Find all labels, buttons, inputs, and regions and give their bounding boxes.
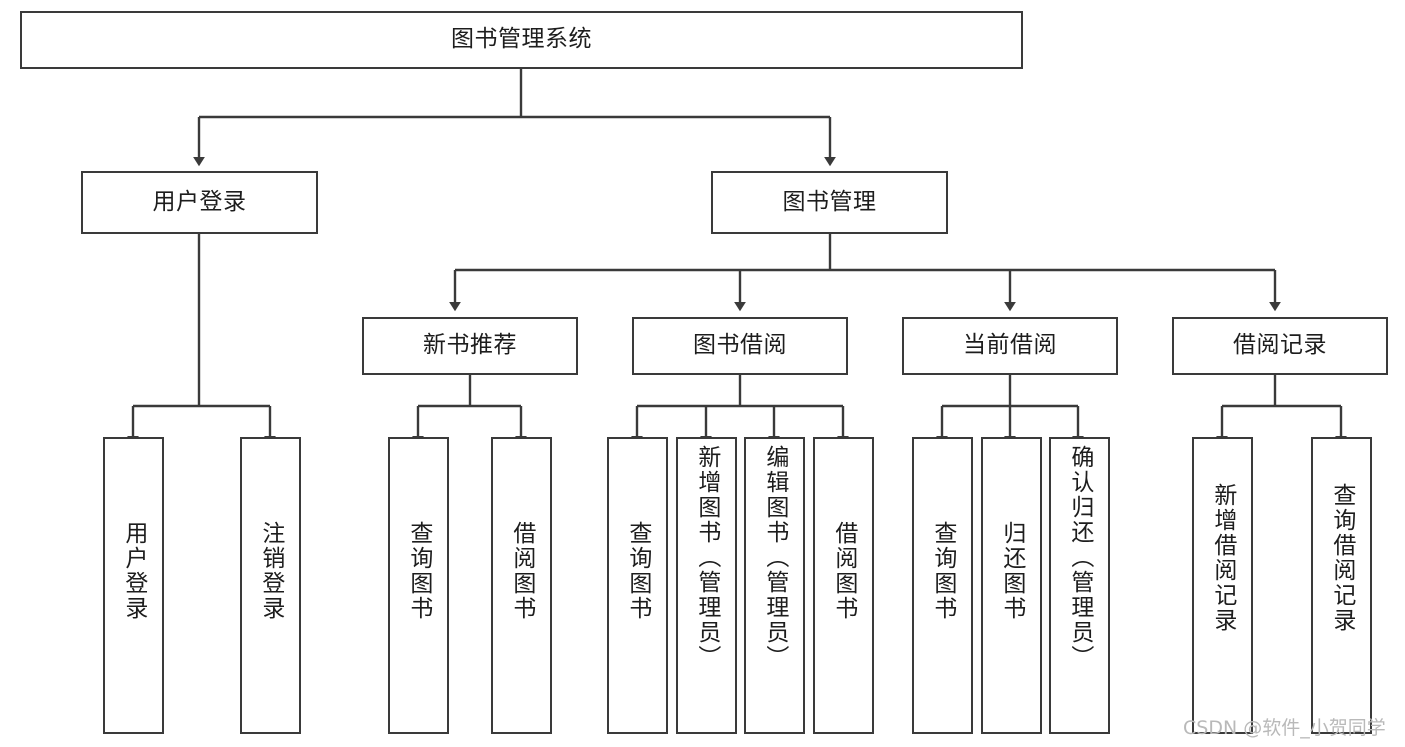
node-borrow-record[interactable]: 借阅记录 [1172,317,1388,375]
leaf-borrow-book-2[interactable]: 借阅图书 [813,437,874,734]
node-user-login-label: 用户登录 [152,188,247,215]
node-user-login[interactable]: 用户登录 [81,171,318,234]
leaf-confirm-return-admin-label: 确认归还（管理员） [1066,445,1093,670]
node-new-book-recommend[interactable]: 新书推荐 [362,317,578,375]
leaf-add-book-admin-label: 新增图书（管理员） [693,445,720,670]
leaf-user-login[interactable]: 用户登录 [103,437,164,734]
leaf-borrow-book-2-label: 借阅图书 [830,521,857,621]
leaf-return-book-label: 归还图书 [998,521,1025,621]
node-borrow-record-label: 借阅记录 [1233,332,1327,359]
leaf-borrow-book-1[interactable]: 借阅图书 [491,437,552,734]
leaf-return-book[interactable]: 归还图书 [981,437,1042,734]
node-new-book-recommend-label: 新书推荐 [423,332,517,359]
leaf-query-borrow-record-label: 查询借阅记录 [1328,483,1355,633]
node-book-borrow-label: 图书借阅 [693,332,787,359]
watermark: CSDN @软件_小贺同学 [1183,717,1386,739]
node-book-borrow[interactable]: 图书借阅 [632,317,848,375]
leaf-add-borrow-record[interactable]: 新增借阅记录 [1192,437,1253,734]
leaf-logout-login[interactable]: 注销登录 [240,437,301,734]
leaf-query-book-3-label: 查询图书 [929,521,956,621]
leaf-borrow-book-1-label: 借阅图书 [508,521,535,621]
leaf-query-book-2-label: 查询图书 [624,521,651,621]
leaf-add-book-admin[interactable]: 新增图书（管理员） [676,437,737,734]
node-root-system-label: 图书管理系统 [451,26,592,53]
leaf-add-borrow-record-label: 新增借阅记录 [1209,483,1236,633]
leaf-query-book-1[interactable]: 查询图书 [388,437,449,734]
leaf-query-book-1-label: 查询图书 [405,521,432,621]
node-root-system[interactable]: 图书管理系统 [20,11,1023,69]
leaf-edit-book-admin[interactable]: 编辑图书（管理员） [744,437,805,734]
node-book-manage[interactable]: 图书管理 [711,171,948,234]
leaf-confirm-return-admin[interactable]: 确认归还（管理员） [1049,437,1110,734]
leaf-edit-book-admin-label: 编辑图书（管理员） [761,445,788,670]
leaf-query-borrow-record[interactable]: 查询借阅记录 [1311,437,1372,734]
leaf-logout-login-label: 注销登录 [257,521,284,621]
leaf-query-book-3[interactable]: 查询图书 [912,437,973,734]
leaf-user-login-label: 用户登录 [120,521,147,621]
node-book-manage-label: 图书管理 [782,188,877,215]
leaf-query-book-2[interactable]: 查询图书 [607,437,668,734]
node-current-borrow-label: 当前借阅 [963,332,1057,359]
node-current-borrow[interactable]: 当前借阅 [902,317,1118,375]
